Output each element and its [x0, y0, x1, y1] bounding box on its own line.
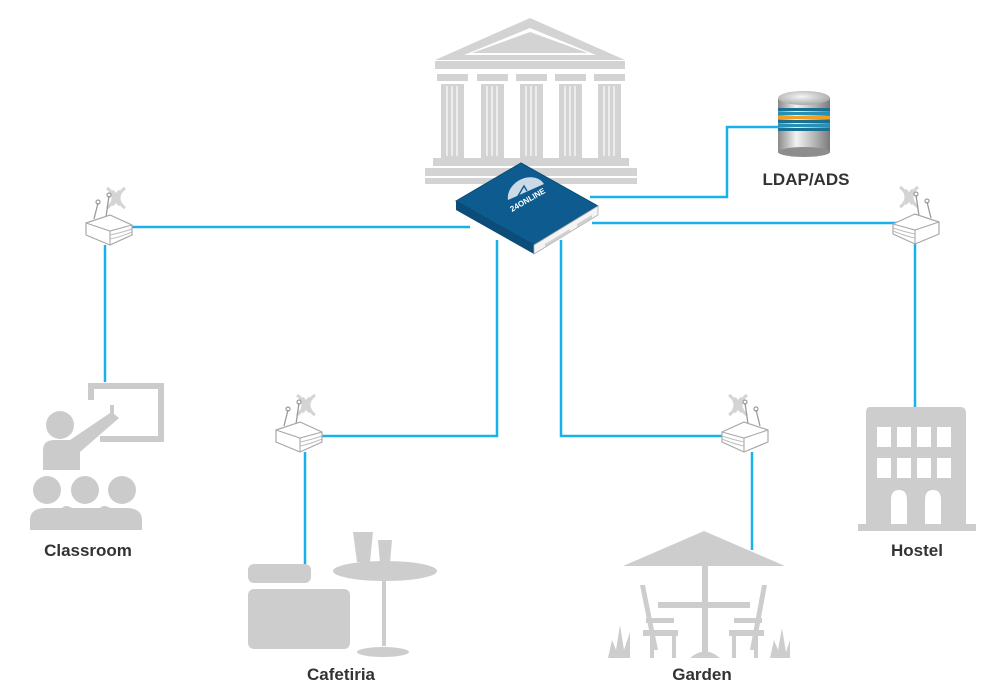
link-ldap — [590, 125, 782, 199]
campus-building-icon — [425, 18, 637, 184]
ap-garden-icon — [720, 393, 770, 454]
ap-classroom-icon — [84, 186, 134, 247]
classroom-icon — [30, 383, 164, 530]
label-garden: Garden — [672, 665, 732, 684]
label-classroom: Classroom — [44, 541, 132, 560]
link-ap-cafetiria — [318, 240, 499, 438]
label-cafetiria: Cafetiria — [306, 665, 376, 684]
label-hostel: Hostel — [891, 541, 943, 560]
cafeteria-icon — [248, 532, 437, 657]
hostel-icon — [858, 407, 976, 531]
garden-icon — [608, 531, 790, 658]
ap-hostel-icon — [891, 185, 941, 246]
ap-cafetiria-icon — [274, 393, 324, 454]
database-icon — [778, 91, 830, 157]
central-appliance-icon: 24ONLINE — [454, 162, 599, 255]
links — [103, 125, 917, 565]
link-ap-garden — [559, 240, 735, 438]
label-ldap: LDAP/ADS — [762, 170, 850, 189]
